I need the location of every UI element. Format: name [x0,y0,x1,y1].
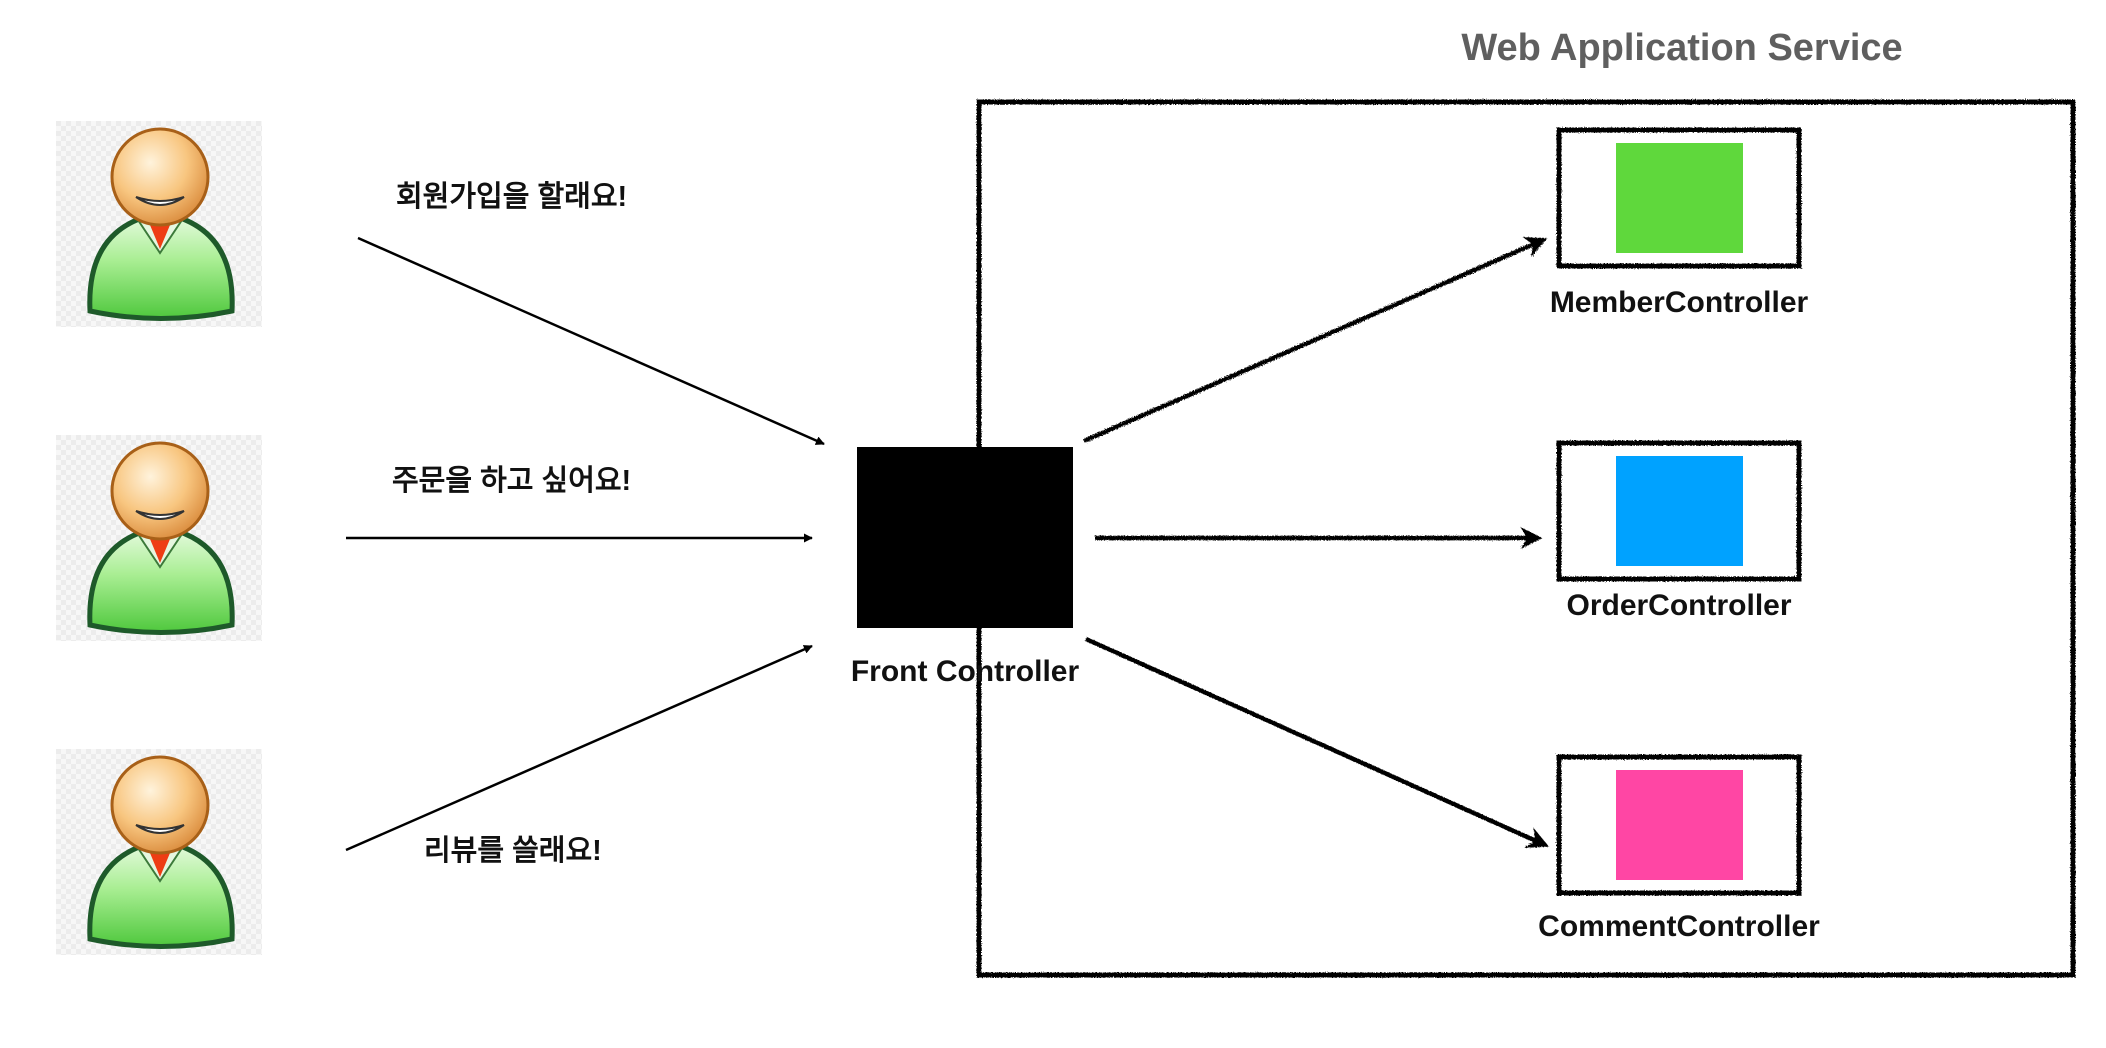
dispatch-arrow [1085,636,1550,848]
comment-controller-label: CommentController [1538,910,1820,943]
comment-controller-block [1616,770,1743,880]
request-label: 리뷰를 쓸래요! [424,834,602,867]
member-controller-frame [1556,127,1802,269]
order-controller-block [1616,456,1743,566]
user-avatar [56,749,262,955]
request-label: 회원가입을 할래요! [396,180,627,213]
service-title: Web Application Service [1461,27,1902,69]
request-arrow [345,644,813,852]
order-controller-frame [1556,440,1802,582]
member-controller-block [1616,143,1743,253]
request-arrow [357,236,825,446]
order-controller-label: OrderController [1566,589,1791,622]
comment-controller-frame [1556,754,1802,896]
user-avatar [56,435,262,641]
front-controller-box [857,447,1073,628]
request-label: 주문을 하고 싶어요! [392,464,631,497]
user-avatar [56,121,262,327]
front-controller-label: Front Controller [851,655,1080,688]
dispatch-arrow [1083,236,1548,444]
member-controller-label: MemberController [1550,286,1809,319]
